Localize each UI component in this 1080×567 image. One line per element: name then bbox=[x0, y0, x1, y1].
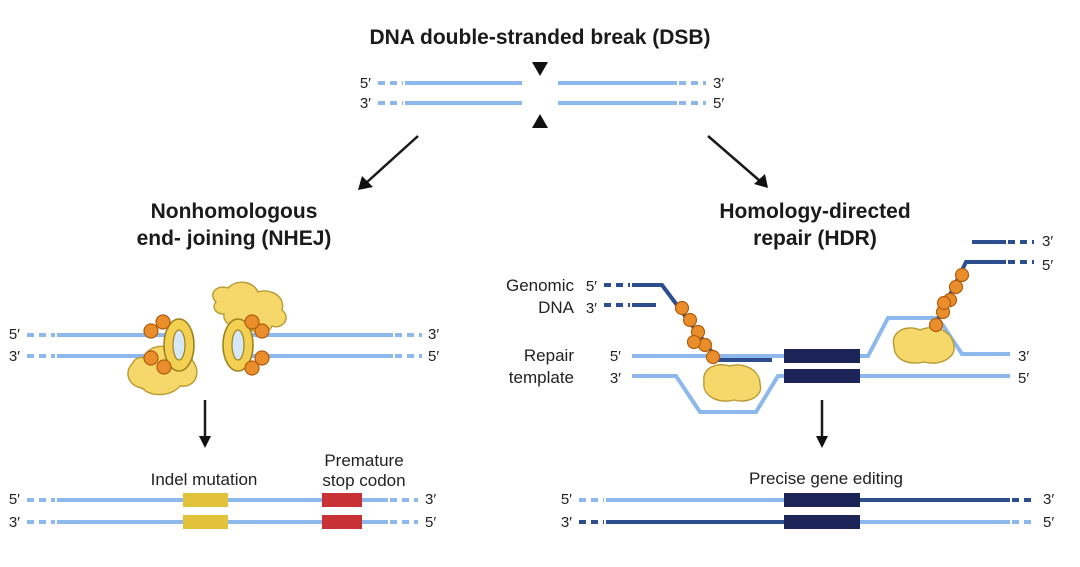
left-ku-ring bbox=[163, 318, 195, 372]
genomic-top-right-end-label: 3′ bbox=[1042, 233, 1053, 250]
dsb-right-duplex bbox=[558, 81, 706, 105]
nhej-result-top-left-end-label: 5′ bbox=[9, 491, 20, 508]
cut-site-marker-bottom bbox=[532, 114, 548, 128]
genomic-bottom-right-end-label: 5′ bbox=[1042, 257, 1053, 274]
dsb-top-left-end-label: 5′ bbox=[360, 75, 371, 92]
nhej-result-bottom-right-end-label: 5′ bbox=[425, 514, 436, 531]
template-bottom-right-end-label: 5′ bbox=[1018, 370, 1029, 387]
nhej-top-right-end-label: 3′ bbox=[428, 326, 439, 343]
template-bottom-left-end-label: 3′ bbox=[610, 370, 621, 387]
hdr-right-beads bbox=[928, 267, 970, 333]
hdr-left-beads bbox=[674, 300, 721, 365]
nhej-title-line1: Nonhomologous bbox=[151, 200, 318, 223]
hdr-title-line1: Homology-directed bbox=[719, 200, 910, 223]
indel-block-bottom bbox=[183, 515, 228, 529]
arrow-to-hdr bbox=[707, 135, 768, 188]
repair-template-label-line2: template bbox=[509, 368, 574, 387]
precise-gene-editing-label: Precise gene editing bbox=[749, 469, 903, 488]
hdr-result-top-left-end-label: 5′ bbox=[561, 491, 572, 508]
nhej-top-left-end-label: 5′ bbox=[9, 326, 20, 343]
dsb-bottom-right-end-label: 5′ bbox=[713, 95, 724, 112]
nhej-result-bottom-left-end-label: 3′ bbox=[9, 514, 20, 531]
template-top-left-end-label: 5′ bbox=[610, 348, 621, 365]
right-ku-ring bbox=[222, 318, 254, 372]
repair-template-label-line1: Repair bbox=[524, 346, 574, 365]
hdr-result-top-right-end-label: 3′ bbox=[1043, 491, 1054, 508]
edited-block-bottom bbox=[784, 515, 860, 529]
nhej-bottom-left-end-label: 3′ bbox=[9, 348, 20, 365]
edited-block-top bbox=[784, 493, 860, 507]
hdr-result-arrow bbox=[816, 400, 828, 448]
genomic-bottom-left-end-label: 3′ bbox=[586, 300, 597, 317]
nhej-title-line2: end- joining (NHEJ) bbox=[137, 227, 332, 250]
premature-stop-label-line2: stop codon bbox=[322, 471, 405, 490]
right-repair-protein bbox=[212, 281, 287, 334]
stop-codon-block-top bbox=[322, 493, 362, 507]
nhej-result-arrow bbox=[199, 400, 211, 448]
dsb-bottom-left-end-label: 3′ bbox=[360, 95, 371, 112]
hdr-left-recombinase bbox=[703, 364, 762, 402]
indel-mutation-label: Indel mutation bbox=[151, 470, 258, 489]
premature-stop-label-line1: Premature bbox=[324, 451, 403, 470]
nhej-result-top-right-end-label: 3′ bbox=[425, 491, 436, 508]
dsb-top-right-end-label: 3′ bbox=[713, 75, 724, 92]
genomic-top-left-end-label: 5′ bbox=[586, 278, 597, 295]
template-edit-block-bottom bbox=[784, 369, 860, 383]
template-top-right-end-label: 3′ bbox=[1018, 348, 1029, 365]
indel-block-top bbox=[183, 493, 228, 507]
stop-codon-block-bottom bbox=[322, 515, 362, 529]
hdr-result-duplex bbox=[579, 498, 1036, 524]
hdr-result-bottom-right-end-label: 5′ bbox=[1043, 514, 1054, 531]
hdr-result-bottom-left-end-label: 3′ bbox=[561, 514, 572, 531]
genomic-dna-label-line2: DNA bbox=[538, 298, 575, 317]
dsb-left-duplex bbox=[378, 81, 522, 105]
arrow-to-nhej bbox=[358, 135, 419, 190]
nhej-bottom-right-end-label: 5′ bbox=[428, 348, 439, 365]
repair-template-strands bbox=[632, 316, 1010, 414]
cut-site-marker-top bbox=[532, 62, 548, 76]
template-edit-block-top bbox=[784, 349, 860, 363]
hdr-title-line2: repair (HDR) bbox=[753, 227, 877, 250]
genomic-dna-label-line1: Genomic bbox=[506, 276, 575, 295]
hdr-right-recombinase bbox=[892, 327, 955, 364]
dsb-title: DNA double-stranded break (DSB) bbox=[369, 26, 710, 49]
nhej-protein-beads bbox=[143, 314, 270, 376]
